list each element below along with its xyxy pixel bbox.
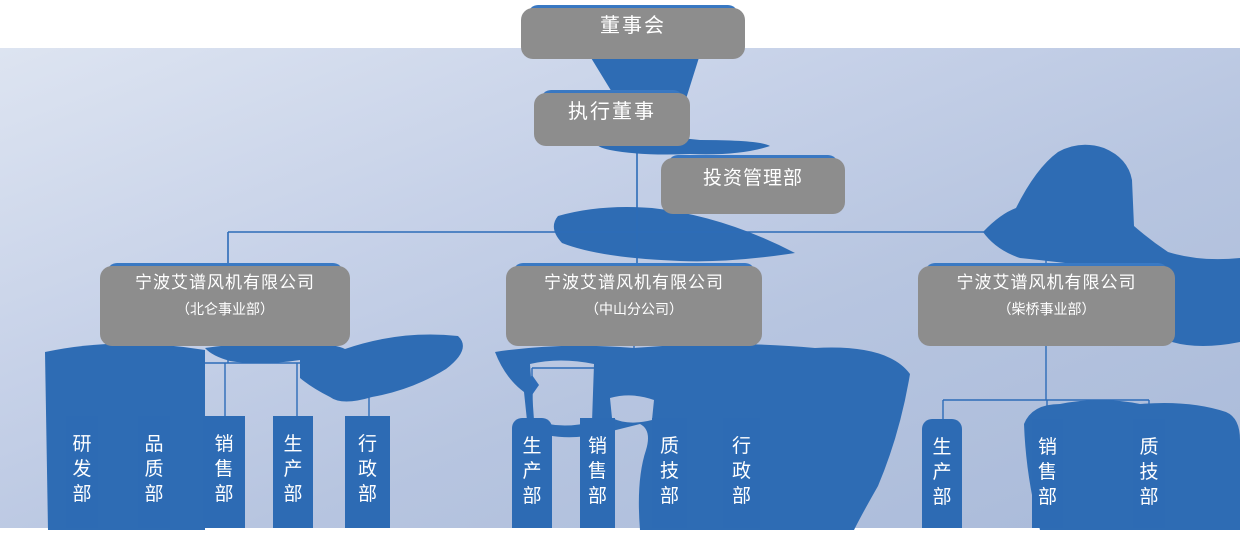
node-board-label: 董事会: [600, 15, 666, 37]
subsidiary-division: （中山分公司）: [585, 301, 683, 317]
dept-label: 质技部: [1139, 437, 1159, 508]
dept-label: 销售部: [214, 434, 234, 505]
node-executive-director-label: 执行董事: [568, 101, 656, 123]
continent-shape: [205, 334, 463, 402]
subsidiary-name: 宁波艾谱风机有限公司: [544, 273, 724, 292]
subsidiary-division: （北仑事业部）: [176, 301, 274, 317]
dept-node: 质技部: [1133, 419, 1165, 528]
dept-node: 品质部: [138, 416, 170, 528]
node-investment-department: 投资管理部: [661, 155, 845, 214]
dept-node: 行政部: [345, 416, 390, 528]
continent-shape: [495, 344, 910, 530]
dept-label: 行政部: [357, 434, 377, 505]
continent-shape: [1024, 400, 1240, 530]
dept-node: 研发部: [66, 416, 98, 528]
subsidiary-name: 宁波艾谱风机有限公司: [956, 273, 1137, 292]
dept-label: 质技部: [659, 436, 679, 507]
continent-shape: [553, 207, 795, 262]
dept-node: 销售部: [580, 418, 615, 528]
dept-label: 生产部: [522, 436, 542, 507]
dept-label: 生产部: [932, 437, 952, 508]
node-executive-director: 执行董事: [534, 90, 690, 146]
subsidiary-name: 宁波艾谱风机有限公司: [135, 273, 315, 292]
dept-label: 研发部: [72, 434, 92, 505]
subsidiary-division: （柴桥事业部）: [997, 301, 1096, 317]
node-subsidiary-zhongshan: 宁波艾谱风机有限公司 （中山分公司）: [506, 263, 762, 346]
node-board: 董事会: [521, 5, 745, 59]
dept-node: 生产部: [922, 419, 962, 528]
node-investment-department-label: 投资管理部: [702, 168, 803, 189]
dept-node: 质技部: [652, 418, 687, 528]
dept-node: 生产部: [512, 418, 552, 528]
dept-node: 销售部: [1032, 419, 1063, 528]
continent-shape: [983, 144, 1240, 346]
node-subsidiary-chaiqiao: 宁波艾谱风机有限公司 （柴桥事业部）: [918, 263, 1175, 346]
dept-label: 品质部: [144, 434, 164, 505]
dept-label: 销售部: [1037, 437, 1057, 508]
dept-node: 行政部: [723, 418, 760, 528]
dept-node: 销售部: [203, 416, 245, 528]
dept-label: 生产部: [283, 434, 303, 505]
dept-label: 销售部: [587, 436, 607, 507]
dept-node: 生产部: [273, 416, 313, 528]
node-subsidiary-beilun: 宁波艾谱风机有限公司 （北仑事业部）: [100, 263, 350, 346]
dept-label: 行政部: [731, 436, 751, 507]
